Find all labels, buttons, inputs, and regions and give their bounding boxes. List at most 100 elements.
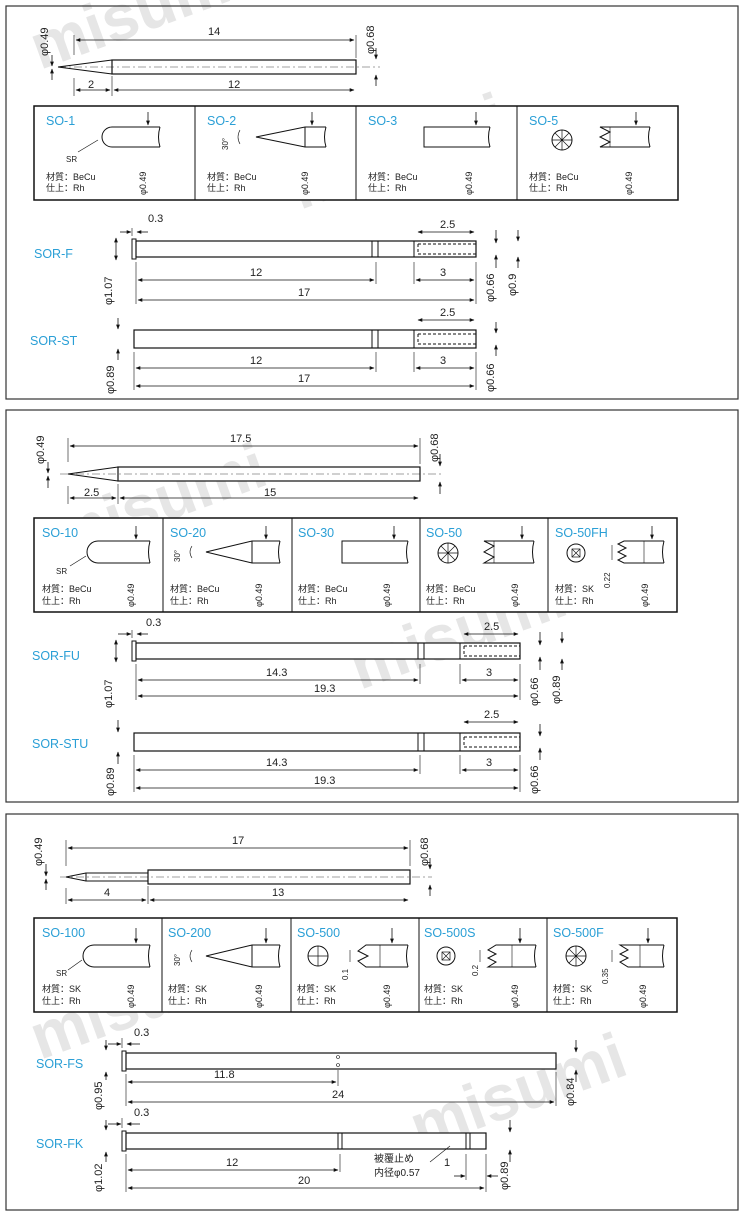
dim-tip-diameter: φ0.49 xyxy=(33,837,45,866)
finish-text: 仕上：Rh xyxy=(46,182,85,193)
dim-body-diameter: φ0.68 xyxy=(419,837,431,866)
tip-diameter: φ0.49 xyxy=(510,985,520,1008)
tip-diameter: φ0.49 xyxy=(254,584,264,607)
receptacle-sor-f: SOR-F 0.3 2.5 12 3 17 φ1.07 xyxy=(34,213,520,305)
tip-table: SO-10 SR 材質：BeCu 仕上：Rh φ0.49 SO-20 30° 材… xyxy=(33,517,678,613)
panel-1: 14 2 12 φ0.49 φ0.68 SO-1 xyxy=(5,5,739,400)
material-text: 材質：BeCu xyxy=(426,583,476,594)
dim-flange-diameter: φ1.02 xyxy=(93,1163,105,1192)
tip-label: SO-5 xyxy=(529,114,558,128)
finish-text: 仕上：Rh xyxy=(553,995,592,1006)
dim-crimp: 12 xyxy=(226,1157,238,1169)
dim-total: 19.3 xyxy=(314,683,335,695)
dim-end: 1 xyxy=(444,1157,450,1169)
tip-cell-so-500s: SO-500S 0.2 材質：SK 仕上：Rh φ0.49 xyxy=(424,926,537,1008)
panel-3: 17 4 13 φ0.49 φ0.68 SO-100 xyxy=(5,813,739,1211)
tip-diameter: φ0.49 xyxy=(254,985,264,1008)
tip-cell-so-100: SO-100 SR 材質：SK 仕上：Rh φ0.49 xyxy=(42,926,151,1008)
dim-body-length: 15 xyxy=(264,487,276,499)
dim-total-length: 17.5 xyxy=(230,433,251,445)
dim-crimp: 12 xyxy=(250,355,262,367)
material-text: 材質：BeCu xyxy=(42,583,92,594)
tip-note: SR xyxy=(56,567,67,576)
finish-text: 仕上：Rh xyxy=(555,595,594,606)
finish-text: 仕上：Rh xyxy=(42,595,81,606)
tip-table: SO-100 SR 材質：SK 仕上：Rh φ0.49 SO-200 30° 材… xyxy=(33,917,678,1013)
dim-body-length: 12 xyxy=(228,79,240,91)
tip-cell-so-50fh: SO-50FH 0.22 材質：SK 仕上：Rh φ0.49 xyxy=(555,526,665,607)
dim-total: 17 xyxy=(298,287,310,299)
tip-note: 0.22 xyxy=(603,572,612,588)
tip-label: SO-2 xyxy=(207,114,236,128)
dim-tip-length: 2 xyxy=(88,79,94,91)
tip-diameter: φ0.49 xyxy=(624,172,634,195)
panel-border xyxy=(5,813,739,1211)
material-text: 材質：BeCu xyxy=(170,583,220,594)
material-text: 材質：SK xyxy=(424,983,463,994)
receptacle-sor-fu: SOR-FU 0.3 2.5 14.3 3 19.3 φ1.0 xyxy=(32,617,564,708)
tip-diameter: φ0.49 xyxy=(382,584,392,607)
material-text: 材質：SK xyxy=(42,983,81,994)
dim-body-diameter: φ0.68 xyxy=(365,25,377,54)
finish-text: 仕上：Rh xyxy=(297,995,336,1006)
tip-label: SO-500F xyxy=(553,926,604,940)
receptacle-label: SOR-FK xyxy=(36,1137,84,1151)
dim-total: 20 xyxy=(298,1175,310,1187)
tip-diameter: φ0.49 xyxy=(638,985,648,1008)
receptacle-sor-fk: SOR-FK 0.3 12 1 20 被覆止め 内径φ0.57 xyxy=(36,1107,512,1192)
material-text: 材質：SK xyxy=(297,983,336,994)
dim-flange: 0.3 xyxy=(146,617,161,629)
dim-outer-diameter: φ0.89 xyxy=(551,675,563,704)
dim-crimp: 11.8 xyxy=(214,1069,235,1081)
tip-diameter: φ0.49 xyxy=(382,985,392,1008)
receptacle-label: SOR-FS xyxy=(36,1057,83,1071)
dim-total: 17 xyxy=(298,373,310,385)
dim-total: 19.3 xyxy=(314,775,335,787)
panel-2: 17.5 2.5 15 φ0.49 φ0.68 SO-10 xyxy=(5,409,739,803)
dim-tip-diameter: φ0.49 xyxy=(39,27,51,56)
dim-flange-diameter: φ0.95 xyxy=(93,1081,105,1110)
tip-note: SR xyxy=(56,969,67,978)
finish-text: 仕上：Rh xyxy=(170,595,209,606)
receptacle-label: SOR-FU xyxy=(32,649,80,663)
dim-crimp: 12 xyxy=(250,267,262,279)
tip-table: SO-1 SR 材質：BeCu 仕上：Rh φ0.49 SO-2 30° 材質：… xyxy=(33,105,679,201)
tip-diameter: φ0.49 xyxy=(126,584,136,607)
dim-tip-diameter: φ0.49 xyxy=(35,435,47,464)
tip-cell-so-2: SO-2 30° 材質：BeCu 仕上：Rh φ0.49 xyxy=(207,112,327,195)
dim-flange: 0.3 xyxy=(134,1107,149,1119)
dim-total-length: 17 xyxy=(232,835,244,847)
overview-pin: 17.5 2.5 15 φ0.49 φ0.68 xyxy=(35,433,444,504)
dim-outer-diameter: φ0.89 xyxy=(105,365,117,394)
tip-note: 0.35 xyxy=(601,968,610,984)
material-text: 材質：BeCu xyxy=(368,171,418,182)
note-cover-stop: 被覆止め xyxy=(374,1152,414,1165)
receptacle-label: SOR-ST xyxy=(30,334,78,348)
tip-label: SO-50FH xyxy=(555,526,608,540)
tip-cell-so-3: SO-3 材質：BeCu 仕上：Rh φ0.49 xyxy=(368,112,491,195)
dim-end: 3 xyxy=(486,667,492,679)
tip-label: SO-100 xyxy=(42,926,85,940)
receptacle-sor-st: SOR-ST 2.5 12 3 17 φ0.89 φ0.66 xyxy=(30,307,498,394)
tip-note: SR xyxy=(66,155,77,164)
tip-angle: 30° xyxy=(173,954,182,966)
dim-socket-depth: 2.5 xyxy=(440,307,455,319)
dim-inner-diameter: φ0.66 xyxy=(529,765,541,794)
finish-text: 仕上：Rh xyxy=(424,995,463,1006)
note-inner-diameter: 内径φ0.57 xyxy=(374,1166,420,1179)
dim-crimp: 14.3 xyxy=(266,757,287,769)
tip-angle: 30° xyxy=(173,550,182,562)
dim-flange-diameter: φ1.07 xyxy=(103,276,115,305)
dim-end: 3 xyxy=(440,355,446,367)
dim-inner-diameter: φ0.66 xyxy=(485,273,497,302)
tip-angle: 30° xyxy=(221,138,230,150)
dim-total: 24 xyxy=(332,1089,344,1101)
tip-cell-so-500: SO-500 0.1 材質：SK 仕上：Rh φ0.49 xyxy=(297,926,409,1008)
overview-pin: 17 4 13 φ0.49 φ0.68 xyxy=(33,835,432,904)
receptacle-label: SOR-STU xyxy=(32,737,88,751)
tip-note: 0.2 xyxy=(471,964,480,976)
tip-cell-so-20: SO-20 30° 材質：BeCu 仕上：Rh φ0.49 xyxy=(170,526,281,607)
dim-inner-diameter: φ0.66 xyxy=(485,363,497,392)
dim-outer-diameter: φ0.9 xyxy=(507,274,519,296)
